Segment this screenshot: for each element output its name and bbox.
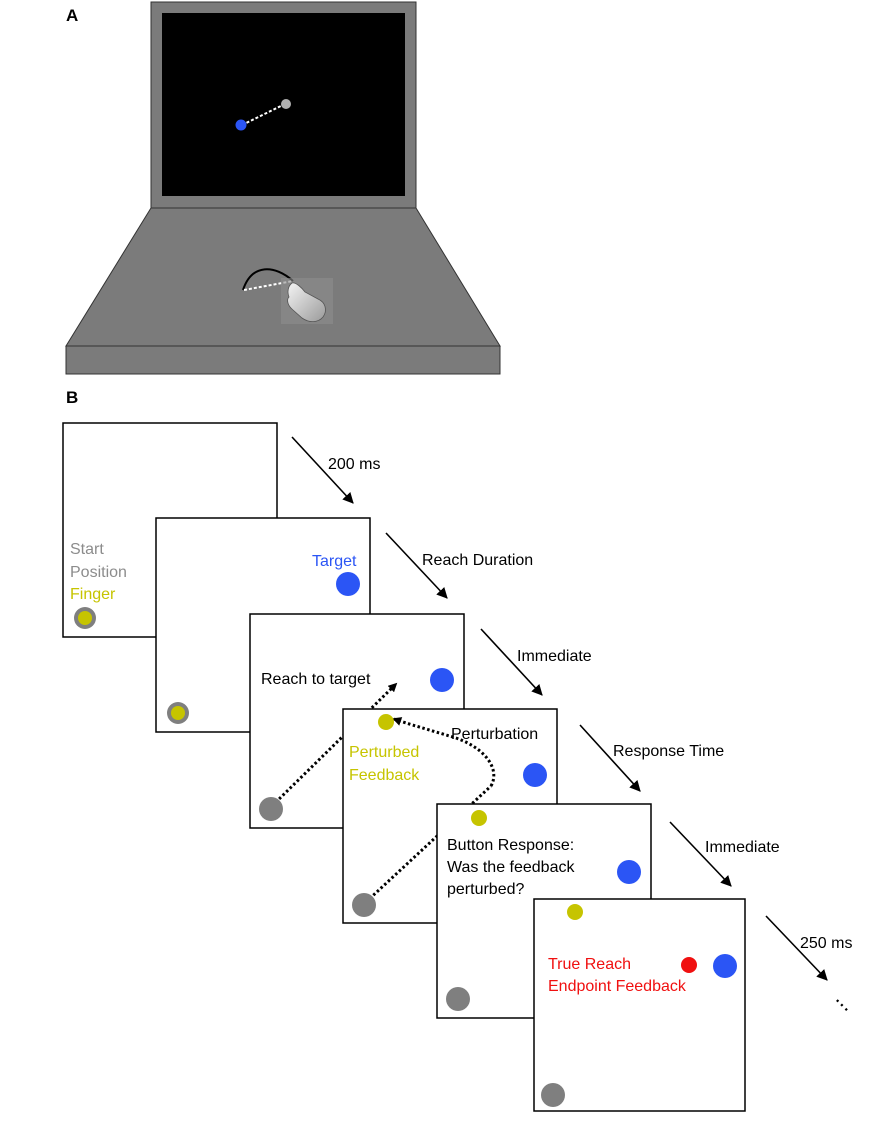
laptop-illustration (65, 1, 501, 375)
target-dot (430, 668, 454, 692)
target-dot (523, 763, 547, 787)
timing-label-3: Immediate (517, 648, 592, 665)
reach-path (270, 682, 398, 808)
true-endpoint-line1: True Reach (548, 956, 631, 973)
target-dot (336, 572, 360, 596)
finger-label: Finger (70, 586, 116, 603)
start-dot (352, 893, 376, 917)
start-dot (446, 987, 470, 1011)
true-endpoint-line2: Endpoint Feedback (548, 978, 687, 995)
question-line2: Was the feedback (447, 859, 575, 876)
hand-movement-curve (242, 268, 294, 291)
perturbation-label: Perturbation (451, 726, 538, 743)
perturbed-feedback-dot (378, 714, 394, 730)
finger-dot (471, 810, 487, 826)
timing-label-2: Reach Duration (422, 552, 533, 569)
timing-label-4: Response Time (613, 743, 724, 760)
laptop-keyboard-deck (65, 207, 501, 347)
start-dot (541, 1083, 565, 1107)
start-label-line1: Start (70, 541, 104, 558)
screen-start-dot (281, 99, 291, 109)
target-label: Target (312, 553, 357, 570)
timing-arrow-6 (765, 915, 828, 981)
timing-label-6: 250 ms (800, 935, 852, 952)
screen-target-dot (235, 119, 247, 131)
timing-arrow-4 (579, 724, 641, 792)
timing-arrow-1 (291, 436, 354, 504)
finger-dot (171, 706, 185, 720)
target-dot (713, 954, 737, 978)
perturbed-feedback-line2: Feedback (349, 767, 420, 784)
timing-label-5: Immediate (705, 839, 780, 856)
reach-label: Reach to target (261, 671, 371, 688)
question-line3: perturbed? (447, 881, 524, 898)
pointing-hand-icon (287, 282, 326, 323)
timing-arrow-3 (480, 628, 543, 696)
true-endpoint-dot (681, 957, 697, 973)
screen-cursor-path (241, 103, 286, 126)
frame-6-box (533, 898, 746, 1112)
timing-arrow-5 (669, 821, 732, 887)
laptop-base-edge (65, 345, 501, 375)
start-label-line2: Position (70, 564, 127, 581)
finger-dot (78, 611, 92, 625)
panel-b-letter: B (66, 388, 78, 407)
perturbed-feedback-line1: Perturbed (349, 744, 419, 761)
timing-arrow-2 (385, 532, 448, 599)
continuation-ellipsis: ... (831, 985, 862, 1016)
timing-label-1: 200 ms (328, 456, 380, 473)
frame-6-true-endpoint: True Reach Endpoint Feedback (533, 898, 746, 1112)
panel-a-letter: A (66, 6, 78, 25)
target-dot (617, 860, 641, 884)
perturbed-feedback-path (392, 717, 496, 787)
start-dot (259, 797, 283, 821)
finger-dot (567, 904, 583, 920)
question-line1: Button Response: (447, 837, 574, 854)
